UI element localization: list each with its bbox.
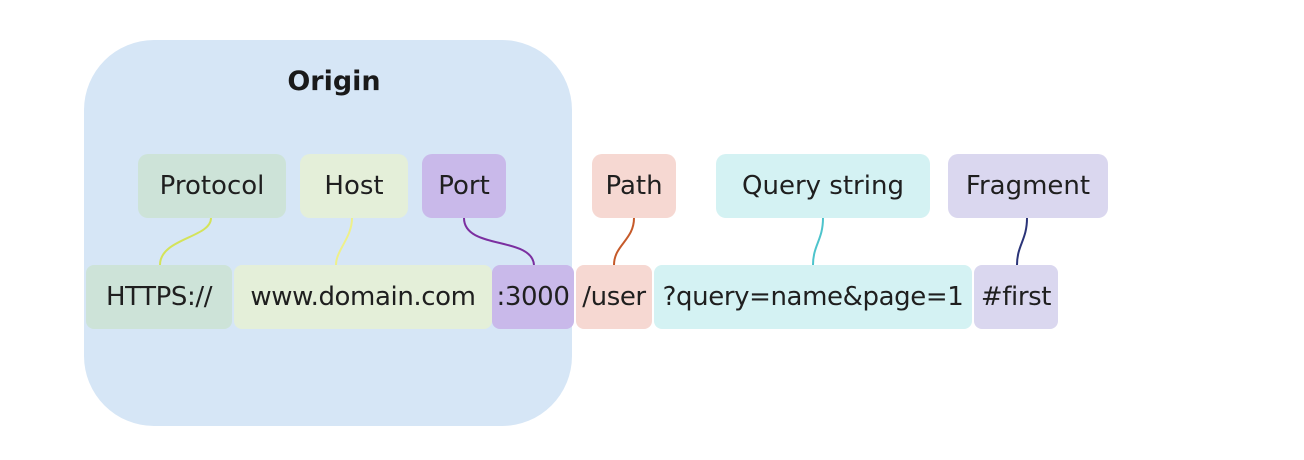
protocol-connector [159,217,212,266]
label-query-string: Query string [716,154,930,218]
label-protocol: Protocol [138,154,286,218]
url-segment-port: :3000 [492,265,574,329]
path-connector [613,217,635,266]
label-port: Port [422,154,506,218]
url-segment-protocol: HTTPS:// [86,265,232,329]
label-host: Host [300,154,408,218]
url-segment-host: www.domain.com [234,265,492,329]
url-segment-query-string: ?query=name&page=1 [654,265,972,329]
host-connector [335,217,353,266]
fragment-connector [1016,217,1028,266]
origin-title: Origin [287,66,381,97]
label-fragment: Fragment [948,154,1108,218]
origin-group [84,40,572,426]
url-segment-fragment: #first [974,265,1058,329]
label-path: Path [592,154,676,218]
port-connector [463,217,535,266]
query-connector [812,217,824,266]
url-segment-path: /user [576,265,652,329]
